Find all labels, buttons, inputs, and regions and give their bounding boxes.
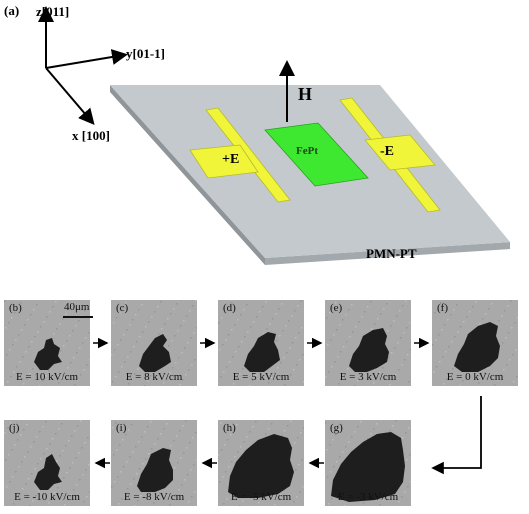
panel-label: (f) <box>437 302 448 314</box>
scale-bar <box>63 316 93 318</box>
micrograph-panel: (i) E = -8 kV/cm <box>111 420 197 506</box>
domain-region <box>349 328 389 372</box>
z-axis-label: z[011] <box>36 4 70 19</box>
magnetic-domain-image <box>111 420 197 506</box>
micrograph-panel: (g) E = -3 kV/cm <box>325 420 411 506</box>
magnetic-domain-image <box>432 300 518 386</box>
panel-label: (e) <box>330 302 343 314</box>
sequence-arrows <box>93 337 482 475</box>
micrograph-panel: (e) E = 3 kV/cm <box>325 300 411 386</box>
magnetic-domain-image <box>325 420 411 506</box>
panel-label: (d) <box>223 302 236 314</box>
micrograph-panel: (b) E = 10 kV/cm <box>4 300 90 386</box>
panel-label: (c) <box>116 302 129 314</box>
domain-region <box>228 434 294 498</box>
panel-field-value: E = -10 kV/cm <box>14 491 80 503</box>
magnetic-domain-image <box>218 420 304 506</box>
device-schematic <box>38 6 510 265</box>
magnetic-domain-image <box>4 300 90 386</box>
panel-label: (b) <box>9 302 22 314</box>
panel-label: (g) <box>330 422 343 434</box>
panel-field-value: E = 5 kV/cm <box>232 371 290 383</box>
magnetic-domain-image <box>111 300 197 386</box>
minus-e-label: -E <box>380 144 394 159</box>
substrate-label: PMN-PT <box>366 246 417 261</box>
arrow-f-g <box>431 396 482 475</box>
magnetic-domain-image <box>325 300 411 386</box>
micrograph-panel: (d) E = 5 kV/cm <box>218 300 304 386</box>
micrograph-panel: (f) E = 0 kV/cm <box>432 300 518 386</box>
micrograph-panel: (h) E = -5 kV/cm <box>218 420 304 506</box>
domain-region <box>331 432 405 502</box>
y-axis-label: y[01-1] <box>126 46 165 61</box>
magnetic-domain-image <box>218 300 304 386</box>
domain-region <box>454 322 500 372</box>
substrate-front <box>265 242 510 265</box>
panel-field-value: E = 10 kV/cm <box>15 371 79 383</box>
right-electrode <box>339 97 441 213</box>
fept-film <box>264 122 369 187</box>
domain-region <box>244 332 280 372</box>
panel-field-value: E = -3 kV/cm <box>337 491 399 503</box>
h-field-label: H <box>298 84 313 104</box>
substrate-side <box>110 85 265 265</box>
fept-label: FePt <box>296 145 318 157</box>
plus-e-label: +E <box>222 152 240 167</box>
panel-label: (j) <box>9 422 20 434</box>
domain-region <box>34 338 62 370</box>
micrograph-panel: (c) E = 8 kV/cm <box>111 300 197 386</box>
panel-field-value: E = 0 kV/cm <box>446 371 504 383</box>
panel-field-value: E = 8 kV/cm <box>125 371 183 383</box>
panel-field-value: E = 3 kV/cm <box>339 371 397 383</box>
left-electrode <box>189 107 291 203</box>
domain-region <box>139 334 171 372</box>
part-a-label: (a) <box>4 3 20 18</box>
y-axis-arrow <box>45 49 128 69</box>
scale-bar-label: 40μm <box>64 301 90 313</box>
panel-field-value: E = -5 kV/cm <box>230 491 292 503</box>
panel-label: (h) <box>223 422 236 434</box>
domain-region <box>137 448 173 492</box>
magnetic-domain-image <box>4 420 90 506</box>
panel-label: (i) <box>116 422 127 434</box>
micrograph-panel: (j) E = -10 kV/cm <box>4 420 90 506</box>
panel-field-value: E = -8 kV/cm <box>123 491 185 503</box>
x-axis-arrow <box>45 67 95 126</box>
domain-region <box>34 454 62 490</box>
x-axis-label: x [100] <box>72 128 110 143</box>
